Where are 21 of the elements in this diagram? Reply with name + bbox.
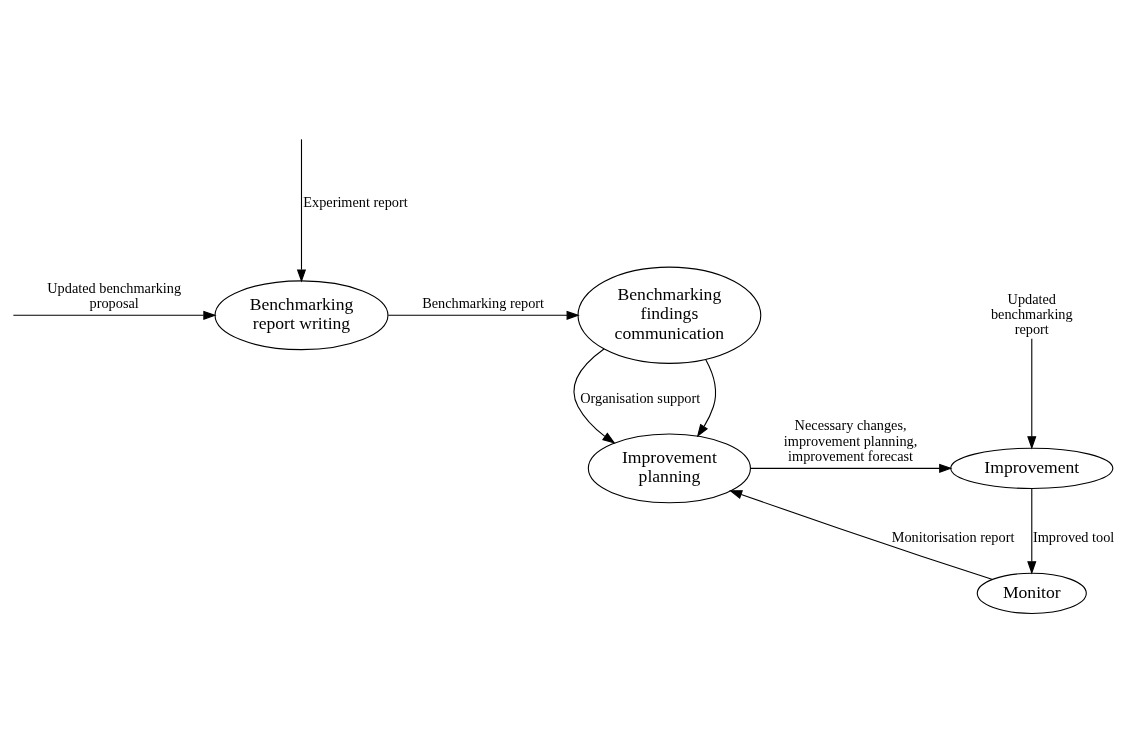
edge-label: Necessary changes, improvement planning, improvement forecast bbox=[783, 416, 918, 464]
arrow bbox=[1027, 337, 1037, 449]
edge-label: Updated benchmarking proposal bbox=[47, 279, 182, 311]
arrow bbox=[573, 347, 616, 444]
arrow bbox=[729, 489, 993, 580]
arrow bbox=[750, 463, 953, 473]
edge-label: Monitorisation report bbox=[891, 528, 1015, 545]
arrow bbox=[387, 310, 580, 320]
node-ellipse: Benchmarking report writing bbox=[214, 279, 389, 350]
node-ellipse: Monitor bbox=[976, 572, 1087, 614]
arrow bbox=[296, 138, 307, 283]
edge-label: Improved tool bbox=[1032, 528, 1115, 545]
node-ellipse: Improvement bbox=[950, 447, 1114, 489]
edge-label: Experiment report bbox=[303, 193, 408, 210]
edge-label: Updated benchmarking report bbox=[990, 290, 1073, 337]
arrow bbox=[696, 358, 717, 437]
edge-label: Benchmarking report bbox=[422, 294, 545, 311]
edge-label: Organisation support bbox=[580, 389, 701, 406]
arrow bbox=[1027, 487, 1037, 574]
arrow bbox=[12, 310, 217, 320]
node-ellipse: Benchmarking findings communication bbox=[577, 266, 762, 364]
